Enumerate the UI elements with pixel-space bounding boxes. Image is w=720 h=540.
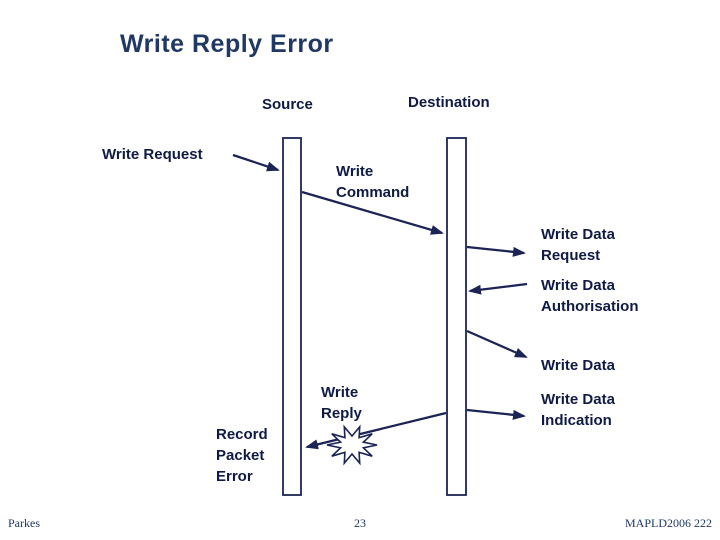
footer-author: Parkes — [8, 516, 40, 530]
write-data-authorisation-label: Write Data Authorisation — [541, 277, 639, 315]
footer-conference: MAPLD2006 222 — [624, 516, 712, 530]
write-request-arrow — [232, 153, 280, 172]
destination-lifeline — [446, 137, 467, 496]
write-data-arrow — [466, 329, 528, 359]
packet-error-burst-icon — [326, 424, 378, 466]
source-lifeline — [282, 137, 302, 496]
write-command-label: Write Command — [336, 163, 410, 201]
write-request-label: Write Request — [102, 146, 203, 163]
write-data-authorisation-arrow — [468, 282, 528, 295]
source-column-label: Source — [262, 96, 313, 113]
write-data-request-arrow — [466, 245, 526, 257]
write-data-request-label: Write Data Request — [541, 226, 615, 264]
destination-column-label: Destination — [408, 94, 490, 111]
write-data-indication-arrow — [466, 408, 526, 420]
write-reply-label: Write Reply — [321, 384, 362, 422]
write-data-label: Write Data — [541, 357, 615, 374]
write-reply-arrow — [305, 411, 447, 450]
slide-title: Write Reply Error — [120, 30, 334, 58]
write-command-arrow — [301, 190, 444, 235]
write-data-indication-label: Write Data Indication — [541, 391, 615, 429]
record-packet-error-label: Record Packet Error — [216, 426, 268, 485]
footer-page-number: 23 — [354, 516, 366, 530]
